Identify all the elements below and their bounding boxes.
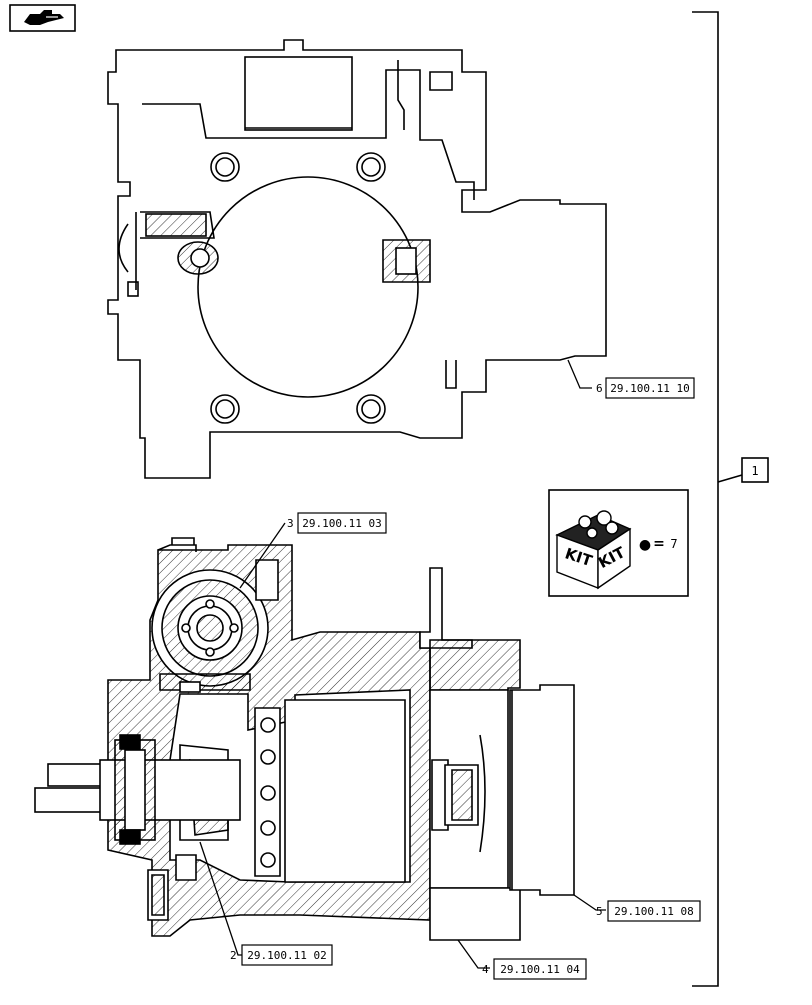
kit-panel: KIT KIT ● = 7 bbox=[548, 489, 689, 597]
assembly-ref-box bbox=[741, 457, 769, 483]
callout-ref-box bbox=[493, 958, 587, 980]
navigation-button[interactable] bbox=[9, 4, 76, 32]
callout-4[interactable]: 4 29.100.11 04 bbox=[482, 958, 587, 980]
callout-2[interactable]: 2 29.100.11 02 bbox=[230, 944, 333, 966]
assembly-ref-number: 1 bbox=[751, 464, 758, 478]
callout-3[interactable]: 3 29.100.11 03 bbox=[287, 512, 387, 534]
callout-ref-box bbox=[241, 944, 333, 966]
callout-6[interactable]: 6 29.100.11 10 bbox=[596, 377, 695, 399]
kit-item-number: 7 bbox=[670, 537, 677, 551]
callout-ref-box bbox=[607, 900, 701, 922]
leader-line-3 bbox=[239, 522, 286, 589]
callout-ref: 29.100.11 10 bbox=[610, 382, 689, 395]
pump-cross-section bbox=[34, 537, 575, 941]
callout-ref-box bbox=[605, 377, 695, 399]
leader-line-6 bbox=[567, 359, 592, 389]
callout-5[interactable]: 5 29.100.11 08 bbox=[596, 900, 701, 922]
kit-marker-dot: ● bbox=[639, 537, 651, 553]
callout-ref: 29.100.11 03 bbox=[302, 517, 381, 530]
housing-outline bbox=[107, 39, 607, 479]
cylinder-block bbox=[284, 699, 406, 883]
swashplate-bore bbox=[197, 176, 419, 398]
kit-box-icon bbox=[555, 510, 632, 590]
callout-item-number: 3 bbox=[287, 517, 294, 530]
leader-line-5 bbox=[573, 894, 606, 911]
bolt-holes bbox=[210, 152, 386, 424]
hand-pointer-icon bbox=[24, 10, 64, 25]
control-valve-plug bbox=[255, 559, 279, 601]
callout-item-number: 5 bbox=[596, 905, 603, 918]
top-plug bbox=[429, 71, 453, 91]
callout-ref: 29.100.11 04 bbox=[500, 963, 580, 976]
navigation-button-frame bbox=[9, 4, 76, 32]
top-cover-plate bbox=[244, 56, 353, 131]
side-bulge bbox=[118, 223, 129, 273]
callout-ref: 29.100.11 02 bbox=[247, 949, 326, 962]
callout-item-number: 2 bbox=[230, 949, 237, 962]
callout-ref-box bbox=[297, 512, 387, 534]
callout-ref: 29.100.11 08 bbox=[614, 905, 693, 918]
assembly-bracket bbox=[692, 11, 743, 987]
drive-shaft-end bbox=[34, 787, 106, 813]
hatched-insert-left bbox=[145, 213, 207, 237]
outlet-port-fitting bbox=[419, 567, 473, 649]
callout-item-number: 6 bbox=[596, 382, 603, 395]
kit-equals-sign: = bbox=[653, 536, 665, 552]
callout-item-number: 4 bbox=[482, 963, 489, 976]
auxiliary-housing bbox=[509, 684, 575, 896]
leader-line-4 bbox=[457, 939, 490, 969]
pump-housing-top-view bbox=[107, 39, 607, 479]
